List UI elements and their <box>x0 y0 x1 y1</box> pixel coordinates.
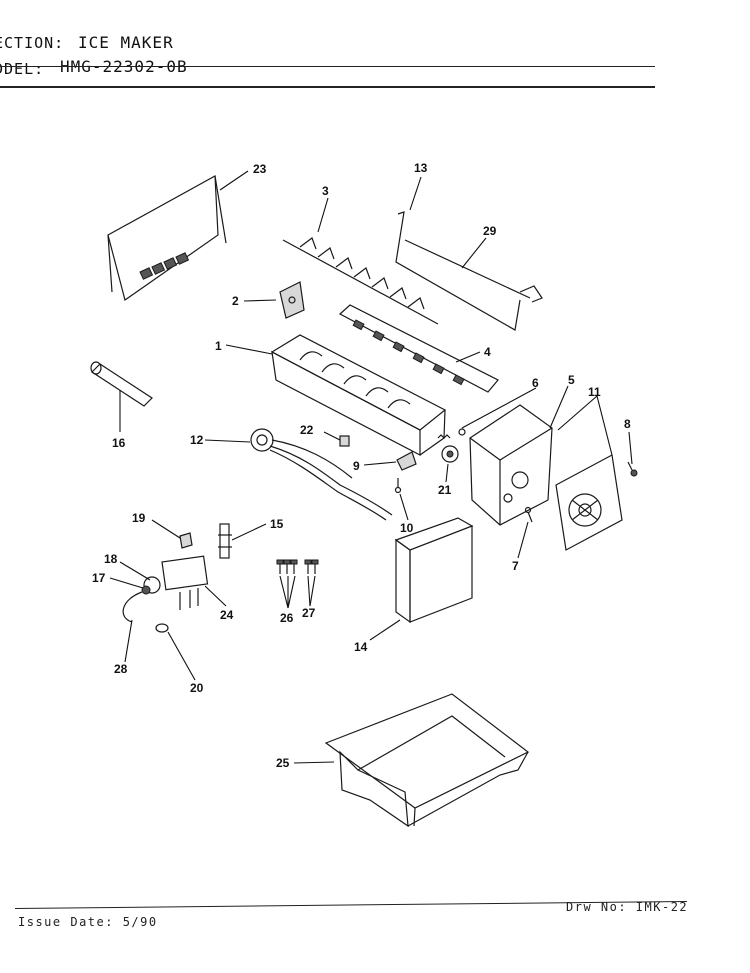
callout-18: 18 <box>104 552 118 566</box>
model-label: DDEL: <box>0 60 45 78</box>
part-ejector <box>282 237 439 325</box>
drawing-number: Drw No: IMK-22 <box>566 900 689 914</box>
callout-11: 11 <box>588 385 601 399</box>
callout-7: 7 <box>512 559 519 573</box>
callout-15: 15 <box>270 517 284 531</box>
callout-8: 8 <box>624 417 631 431</box>
callout-29: 29 <box>483 224 497 238</box>
callout-2: 2 <box>232 294 239 308</box>
callout-3: 3 <box>322 184 329 198</box>
part-shutoff-arm <box>395 211 543 331</box>
callout-5: 5 <box>568 373 575 387</box>
issue-date: Issue Date: 5/90 <box>18 915 158 929</box>
callout-14: 14 <box>354 640 368 654</box>
section-label: ECTION: <box>0 34 65 52</box>
callout-10: 10 <box>400 521 414 535</box>
part-housing <box>469 404 553 526</box>
header-rule-thick <box>0 86 655 88</box>
header-rule-thin <box>0 66 655 67</box>
callout-4: 4 <box>484 345 491 359</box>
part-mold <box>270 334 447 456</box>
part-box <box>394 517 474 624</box>
part-stripper <box>338 304 499 393</box>
section-value: ICE MAKER <box>78 33 174 52</box>
callout-12: 12 <box>190 433 204 447</box>
callout-21: 21 <box>438 483 452 497</box>
leader-lines <box>109 170 633 764</box>
callout-16: 16 <box>112 436 126 450</box>
callout-24: 24 <box>220 608 234 622</box>
part-water-valve <box>122 555 209 633</box>
callout-9: 9 <box>353 459 360 473</box>
callout-13: 13 <box>414 161 428 175</box>
callout-1: 1 <box>215 339 222 353</box>
callout-19: 19 <box>132 511 146 525</box>
callout-20: 20 <box>190 681 204 695</box>
part-coupling <box>179 523 232 559</box>
callout-22: 22 <box>300 423 314 437</box>
callout-6: 6 <box>532 376 539 390</box>
callout-23: 23 <box>253 162 267 176</box>
part-fill-cup <box>90 361 153 407</box>
part-harness <box>250 428 393 521</box>
part-bracket <box>279 281 305 319</box>
callout-28: 28 <box>114 662 128 676</box>
part-ice-bin <box>324 693 530 828</box>
part-screws-right <box>524 461 638 523</box>
part-screw-set <box>276 559 319 574</box>
callout-17: 17 <box>92 571 106 585</box>
callout-25: 25 <box>276 756 290 770</box>
part-cover <box>107 175 227 301</box>
part-motor-plate <box>555 454 623 551</box>
callout-26: 26 <box>280 611 294 625</box>
part-small-hardware <box>339 428 466 494</box>
callout-27: 27 <box>302 606 316 620</box>
